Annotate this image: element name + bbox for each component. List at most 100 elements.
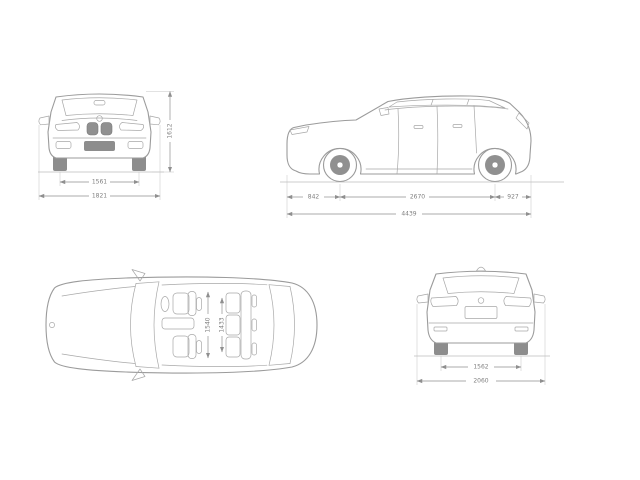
rear-headrest-right (251, 342, 257, 356)
rear-cushion-center (225, 314, 241, 336)
right-mirror (131, 368, 146, 381)
side-overhang-wheelbase-dimensions: 842 2670 927 (286, 175, 532, 218)
rear-window-edge (268, 284, 275, 366)
windshield (61, 97, 138, 116)
front-left-seat-cushion (172, 292, 190, 315)
cabin-width-rear-label: 1433 (219, 317, 226, 332)
hood-crease-left (61, 286, 136, 297)
hatch-edge (289, 286, 295, 364)
front-right-headrest (196, 340, 202, 354)
headlight (289, 126, 310, 135)
front-right-seat-back (187, 334, 197, 359)
rear-track-dimension: 1562 (440, 356, 522, 371)
roof-antenna-fin (476, 266, 486, 272)
glasshouse (388, 98, 506, 109)
a-pillar-right (135, 366, 160, 369)
car-body (47, 93, 152, 159)
left-mirror (38, 115, 50, 126)
rear-width-label: 2060 (473, 378, 488, 385)
rear-door-handle (452, 124, 463, 128)
front-right-seat-cushion (172, 335, 190, 358)
front-door-handle (413, 125, 424, 129)
left-mirror (131, 269, 146, 282)
brand-roundel (96, 115, 103, 122)
cabin-width-front-label: 1540 (205, 317, 212, 332)
taillight (515, 112, 530, 130)
hood-crease (61, 117, 138, 121)
overall-length-label: 4439 (401, 211, 416, 218)
air-intake (84, 141, 115, 151)
rear-overhang-label: 927 (507, 194, 519, 201)
rear-view: 1562 2060 (406, 260, 558, 400)
roof-front-edge (153, 281, 160, 369)
rear-view-drawing: 1562 2060 (414, 266, 550, 385)
rear-hub (491, 161, 499, 169)
front-view: 1612 1561 1821 (32, 76, 184, 226)
right-fog-inlet (127, 141, 144, 149)
side-view: 842 2670 927 4439 (276, 68, 568, 230)
rear-headrest-center (251, 318, 257, 332)
a-pillar-left (135, 281, 160, 284)
side-length-dimension: 4439 (286, 211, 532, 218)
windshield-cowl (130, 283, 137, 367)
cabin-width-front-dimension: 1540 (205, 291, 212, 359)
front-height-label: 1612 (167, 123, 174, 138)
brand-roundel (477, 297, 485, 304)
center-console (161, 317, 195, 330)
left-mirror (416, 293, 429, 304)
front-width-dimension: 1821 (38, 125, 161, 200)
front-width-label: 1821 (92, 193, 107, 200)
rear-headrest-left (251, 294, 257, 308)
right-taillight (503, 296, 532, 307)
hood-crease-right (61, 353, 136, 364)
front-track-label: 1561 (92, 179, 107, 186)
b-pillar (430, 99, 434, 106)
license-plate-recess (464, 306, 498, 319)
side-mirror (378, 107, 390, 116)
roof-rail-left (161, 283, 268, 286)
rear-window (442, 275, 520, 294)
roof-rail-right (161, 364, 268, 367)
front-height-dimension: 1612 (146, 91, 174, 173)
brand-roundel (49, 322, 55, 328)
front-overhang-label: 842 (308, 194, 320, 201)
front-door-seam (396, 108, 400, 174)
beltline (384, 105, 509, 111)
top-car-outline (45, 269, 318, 381)
top-view: 1540 1433 (36, 252, 328, 404)
d-pillar-left (268, 284, 291, 287)
side-view-drawing: 842 2670 927 4439 (280, 95, 564, 218)
left-reflector (433, 326, 448, 332)
left-headlight (54, 122, 80, 131)
car-body (45, 276, 318, 374)
c-pillar (466, 98, 470, 105)
rear-bench-back (240, 290, 252, 360)
rear-track-label: 1562 (473, 364, 488, 371)
rear-car-outline (414, 266, 550, 357)
front-track-dimension: 1561 (59, 172, 140, 186)
rear-width-dimension: 2060 (416, 304, 546, 385)
rearview-mirror (93, 100, 106, 106)
front-car-outline (38, 93, 164, 173)
top-view-drawing: 1540 1433 (45, 269, 318, 381)
front-left-seat-back (187, 291, 197, 316)
quarter-seam (473, 105, 477, 154)
wheelbase-label: 2670 (410, 194, 425, 201)
side-car-outline (280, 95, 564, 183)
car-body (426, 270, 536, 344)
front-left-headrest (196, 297, 202, 311)
left-fog-inlet (55, 141, 72, 149)
rear-door-seam (436, 106, 439, 174)
right-reflector (514, 326, 529, 332)
front-hub (336, 161, 344, 169)
right-headlight (119, 122, 145, 131)
right-mirror (149, 115, 161, 126)
left-taillight (430, 296, 459, 307)
cabin-width-rear-dimension: 1433 (219, 297, 226, 353)
rear-cushion-right (225, 336, 241, 358)
d-pillar-right (268, 363, 291, 366)
kidney-grille-right (100, 122, 113, 136)
front-view-drawing: 1612 1561 1821 (38, 91, 174, 200)
steering-wheel (160, 296, 170, 312)
